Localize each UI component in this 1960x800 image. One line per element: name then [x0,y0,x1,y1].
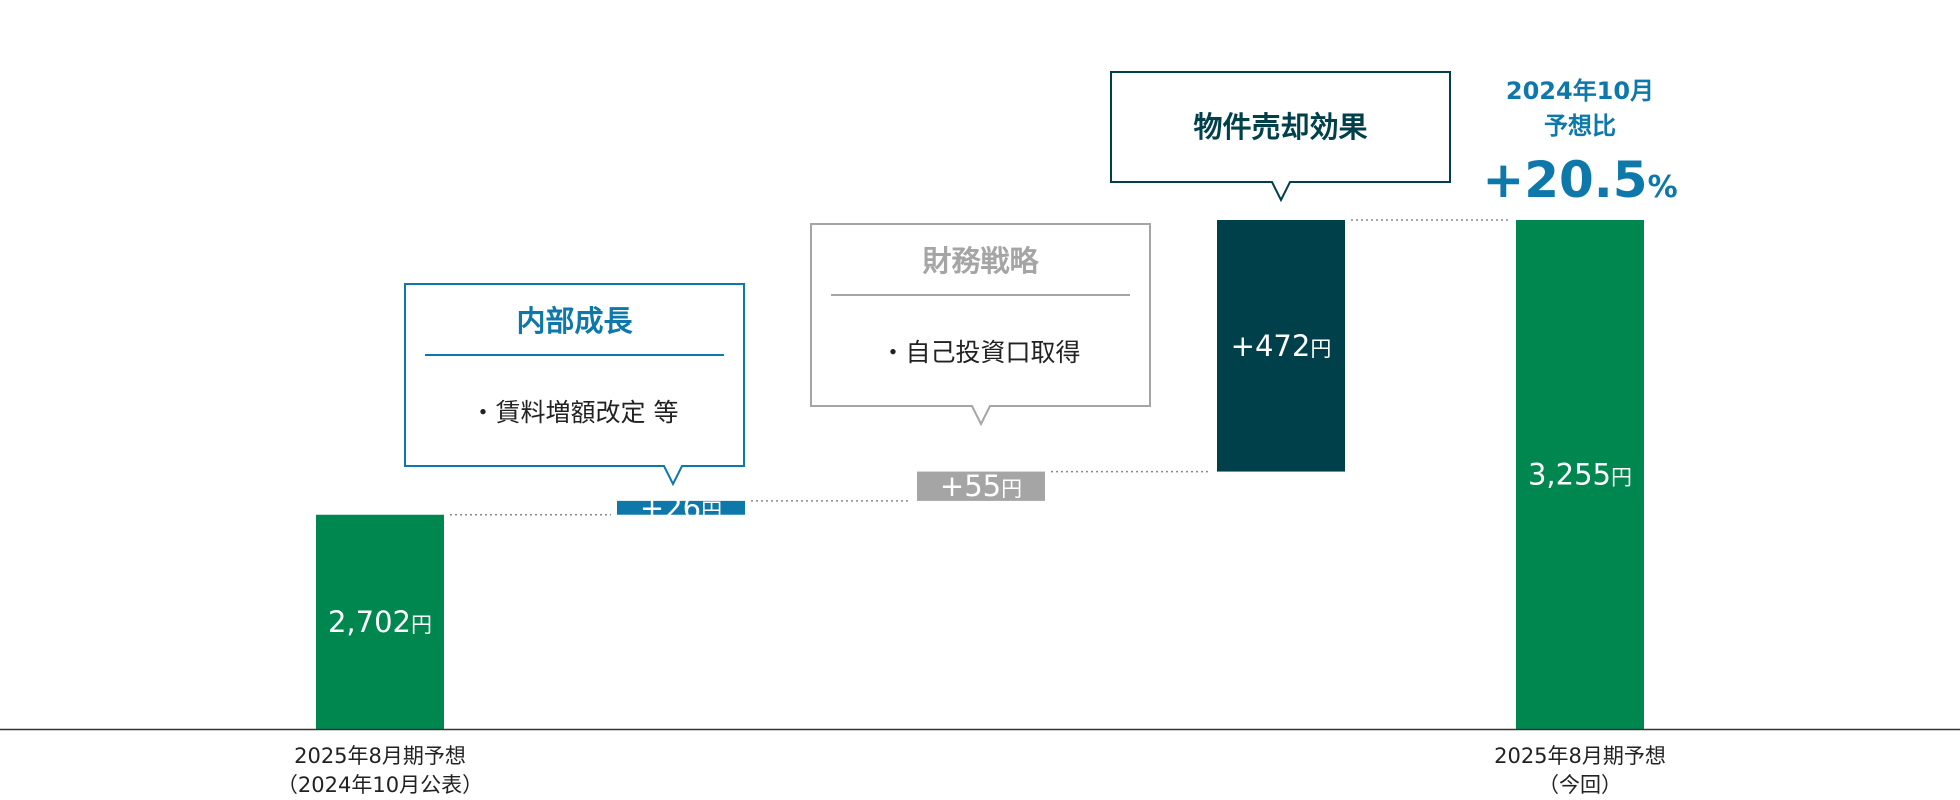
bar-2 [917,471,1045,501]
callout-title-0: 内部成長 [516,304,633,338]
callout-item-1: ・自己投資口取得 [880,338,1080,367]
x-label-0-line-0: 2025年8月期予想 [294,744,466,768]
bar-label-3: +472円 [1231,329,1332,363]
x-label-1-line-0: 2025年8月期予想 [1494,744,1666,768]
comparison-line2: 予想比 [1544,112,1616,140]
bar-4 [1516,220,1644,729]
bar-0 [316,514,444,729]
bar-label-1: +26円 [640,491,722,525]
callout-item-0: ・賃料増額改定 等 [471,398,679,427]
x-label-0-line-1: （2024年10月公表） [277,773,483,797]
bar-label-0: 2,702円 [328,605,432,639]
callout-title-1: 財務戦略 [922,244,1039,278]
callout-box-1 [810,223,1151,427]
bar-label-2: +55円 [940,469,1022,503]
comparison-value: +20.5% [1482,151,1677,209]
bar-3 [1217,220,1345,472]
bar-label-4: 3,255円 [1528,458,1632,492]
callout-box-2 [1110,71,1451,203]
comparison-line1: 2024年10月 [1506,77,1654,105]
callout-title-2: 物件売却効果 [1193,110,1367,144]
x-label-1-line-1: （今回） [1538,773,1622,797]
callout-box-0 [404,283,745,487]
bar-1 [617,500,745,515]
